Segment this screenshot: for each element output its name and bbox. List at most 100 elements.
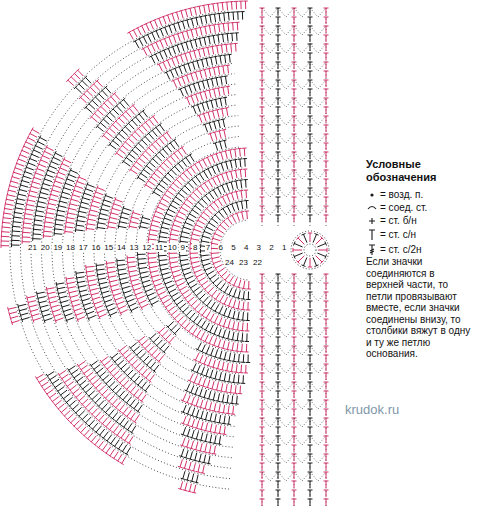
stitch-symbol (48, 201, 56, 205)
stitch-symbol (226, 320, 230, 328)
stitch-symbol (154, 30, 159, 38)
stitch-symbol (97, 386, 104, 393)
stitch-symbol (227, 299, 232, 307)
stitch-symbol (292, 490, 297, 497)
stitch-symbol (121, 210, 129, 214)
stitch-symbol (293, 248, 302, 252)
stitch-symbol (293, 241, 302, 246)
stitch-symbol (112, 426, 119, 434)
stitch-symbol (125, 156, 133, 163)
stitch-symbol (164, 303, 172, 309)
stitch-symbol (181, 263, 189, 267)
stitch-symbol (105, 378, 112, 385)
stitch-symbol (38, 162, 46, 167)
stitch-symbol (276, 418, 281, 425)
stitch-symbol (144, 23, 149, 31)
stitch-symbol (224, 384, 228, 392)
stitch-symbol (206, 4, 210, 12)
stitch-symbol (203, 412, 207, 420)
stitch-symbol (105, 304, 113, 309)
stitch-symbol (214, 213, 221, 220)
stitch-symbol (66, 414, 73, 421)
stitch-symbol (111, 385, 118, 392)
stitch-symbol (126, 423, 132, 431)
stitch-symbol (227, 276, 233, 284)
stitch-symbol (220, 173, 225, 181)
stitch-symbol (196, 343, 202, 351)
stitch-symbol (70, 197, 78, 201)
stitch-symbol (202, 455, 206, 463)
stitch-symbol (178, 481, 182, 489)
chain-loop (294, 346, 310, 355)
stitch-symbol (220, 184, 225, 192)
stitch-symbol (93, 301, 101, 306)
stitch-symbol (178, 175, 185, 182)
row-number: 1 (281, 243, 287, 252)
stitch-symbol (229, 44, 233, 52)
stitch-symbol (205, 47, 209, 55)
stitch-symbol (205, 156, 210, 164)
stitch-symbol (212, 327, 217, 335)
stitch-symbol (212, 338, 217, 346)
stitch-symbol (118, 273, 126, 277)
stitch-symbol (43, 386, 51, 392)
stitch-symbol (133, 415, 139, 423)
stitch-symbol (224, 172, 228, 180)
stitch-symbol (74, 308, 82, 313)
stitch-symbol (118, 377, 125, 384)
stitch-symbol (172, 152, 179, 160)
stitch-symbol (324, 8, 329, 15)
row-number: 23 (238, 258, 249, 267)
stitch-symbol (29, 305, 37, 309)
stitch-symbol (308, 319, 313, 326)
stitch-symbol (144, 149, 151, 156)
stitch-symbol (75, 184, 83, 189)
stitch-symbol (260, 62, 265, 69)
stitch-symbol (204, 311, 210, 319)
stitch-symbol (324, 472, 329, 479)
stitch-symbol (23, 144, 31, 149)
stitch-symbol (143, 285, 151, 290)
stitch-symbol (12, 229, 20, 233)
chain-loop (294, 418, 310, 427)
stitch-symbol (243, 180, 247, 188)
stitch-symbol (218, 98, 222, 106)
stitch-symbol (157, 17, 162, 25)
chain-loop (278, 454, 294, 463)
stitch-symbol (124, 110, 131, 117)
stitch-symbol (97, 310, 105, 315)
stitch-symbol (157, 327, 164, 334)
stitch-symbol (215, 361, 219, 369)
stitch-symbol (276, 215, 281, 222)
stitch-symbol (157, 291, 165, 297)
stitch-symbol (59, 296, 67, 300)
stitch-symbol (240, 312, 244, 320)
stitch-symbol (71, 300, 79, 304)
stitch-symbol (66, 177, 74, 182)
stitch-symbol (149, 362, 156, 370)
stitch-symbol (308, 364, 313, 371)
stitch-symbol (246, 281, 250, 289)
stitch-symbol (211, 189, 217, 197)
stitch-symbol (4, 206, 12, 210)
stitch-symbol (185, 472, 189, 480)
stitch-symbol (324, 116, 329, 123)
stitch-symbol (213, 261, 221, 266)
stitch-symbol (170, 168, 177, 175)
stitch-symbol (169, 256, 177, 260)
stitch-symbol (232, 353, 236, 361)
stitch-symbol (163, 193, 171, 199)
stitch-symbol (316, 236, 324, 244)
chain-loop (310, 454, 326, 463)
stitch-symbol (176, 214, 184, 219)
stitch-symbol (79, 427, 86, 434)
stitch-symbol (112, 107, 119, 114)
stitch-symbol (292, 98, 297, 105)
stitch-symbol (117, 259, 125, 263)
stitch-symbol (104, 86, 111, 93)
stitch-symbol (120, 215, 128, 219)
stitch-symbol (23, 221, 31, 225)
stitch-symbol (138, 262, 146, 266)
stitch-symbol (203, 124, 208, 132)
stitch-symbol (260, 364, 265, 371)
